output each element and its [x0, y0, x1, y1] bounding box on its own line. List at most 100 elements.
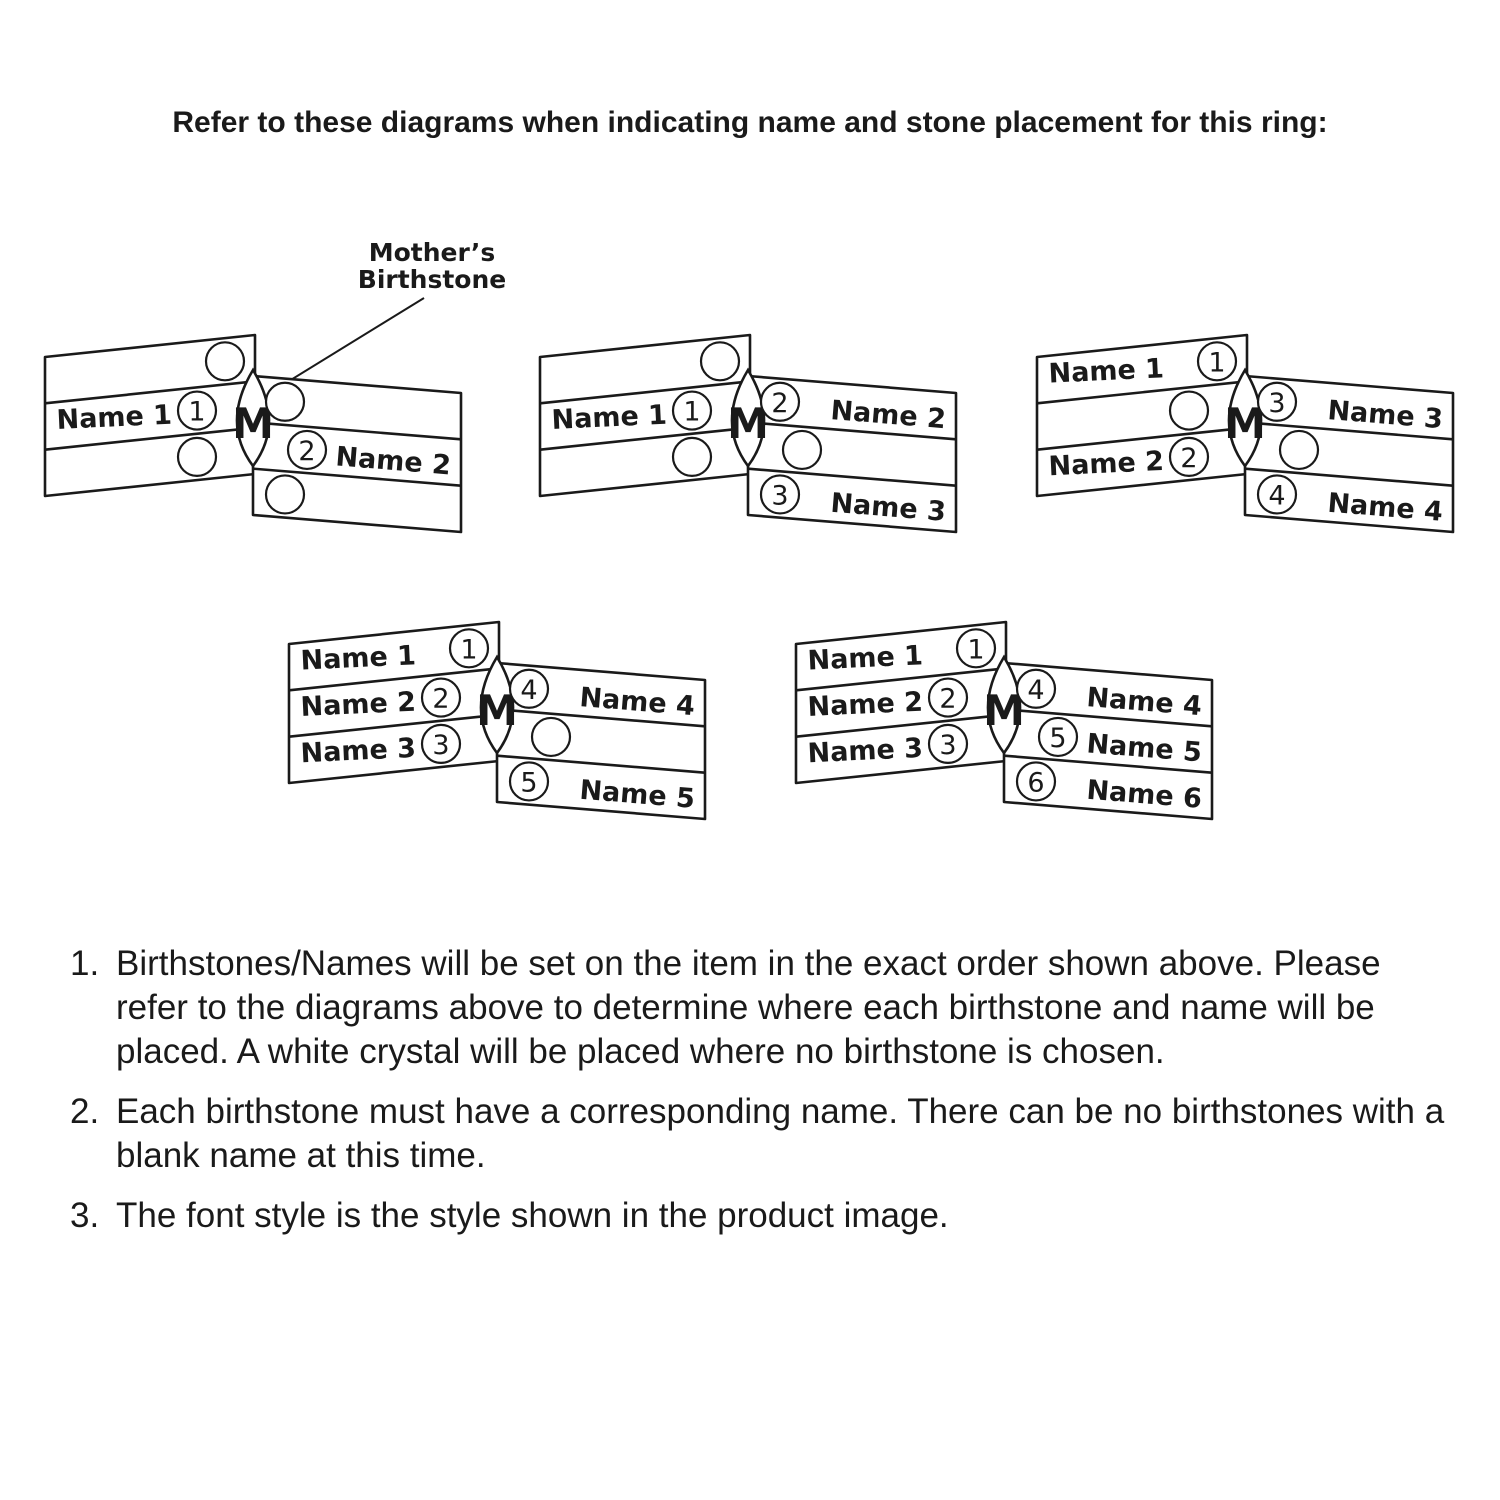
engraved-name: Name 1: [551, 400, 668, 436]
instruction-number: 2.: [70, 1092, 100, 1131]
birthstone-number: 2: [298, 436, 315, 467]
band-row-divider: [1003, 708, 1213, 728]
birthstone-right-2: [781, 429, 823, 471]
band-row-divider: [747, 467, 957, 487]
instruction-number: 3.: [70, 1196, 100, 1235]
birthstone-number: 1: [683, 397, 700, 428]
birthstone-circle: [1015, 668, 1057, 709]
birthstone-number: 3: [939, 730, 956, 761]
birthstone-right-2: 2: [286, 429, 328, 471]
birthstone-left-2: 2: [927, 677, 969, 718]
birthstone-number: 4: [1027, 675, 1044, 706]
birthstone-circle: [176, 436, 218, 478]
band-row-divider: [252, 467, 462, 487]
birthstone-number: 1: [1208, 347, 1225, 378]
instructions-list: 1. Birthstones/Names will be set on the …: [70, 942, 1450, 1254]
birthstone-circle: [264, 381, 306, 422]
mothers-birthstone-callout: Mother’s Birthstone: [267, 238, 506, 395]
birthstone-left-1: [699, 341, 741, 382]
birthstone-circle: [927, 677, 969, 718]
band-row-divider: [1244, 421, 1454, 441]
birthstone-right-1: 4: [1015, 668, 1057, 709]
engraved-name: Name 2: [807, 687, 924, 723]
birthstone-number: 4: [520, 675, 537, 706]
birthstone-circle: [1037, 716, 1079, 758]
birthstone-left-2: 2: [420, 677, 462, 718]
callout-label-line-1: Mother’s: [369, 238, 496, 267]
birthstone-right-3: [264, 474, 306, 515]
birthstone-right-3: 3: [759, 474, 801, 515]
instruction-text: Each birthstone must have a correspondin…: [116, 1092, 1445, 1175]
band-row-divider: [288, 667, 500, 692]
band-row-divider: [44, 380, 256, 405]
birthstone-left-3: [671, 436, 713, 478]
birthstone-right-2: [1278, 429, 1320, 471]
instruction-item-3: 3. The font style is the style shown in …: [70, 1194, 1450, 1238]
birthstone-circle: [176, 390, 218, 431]
birthstone-number: 3: [432, 730, 449, 761]
birthstone-circle: [759, 474, 801, 515]
page-title: Refer to these diagrams when indicating …: [172, 106, 1328, 139]
band-row-divider: [539, 426, 751, 451]
engraved-name: Name 3: [300, 733, 417, 769]
birthstone-right-3: 4: [1256, 474, 1298, 515]
birthstone-left-3: [176, 436, 218, 478]
birthstone-left-2: 1: [176, 390, 218, 431]
birthstone-circle: [1256, 474, 1298, 515]
birthstone-number: 1: [460, 634, 477, 665]
birthstone-number: 1: [188, 397, 205, 428]
birthstone-number: 2: [432, 684, 449, 715]
birthstone-circle: [264, 474, 306, 515]
band-row-divider: [795, 667, 1007, 692]
birthstone-number: 4: [1268, 480, 1285, 511]
birthstone-circle: [420, 723, 462, 765]
birthstone-number: 1: [967, 634, 984, 665]
birthstone-circle: [759, 381, 801, 422]
birthstone-left-3: 3: [927, 723, 969, 765]
birthstone-circle: [927, 723, 969, 765]
callout-label-line-2: Birthstone: [358, 265, 506, 294]
birthstone-left-1: 1: [448, 628, 490, 669]
engraved-name: Name 1: [807, 640, 924, 676]
birthstone-circle: [420, 677, 462, 718]
birthstone-left-3: 3: [420, 723, 462, 765]
birthstone-circle: [204, 341, 246, 382]
birthstone-right-1: 2: [759, 381, 801, 422]
birthstone-number: 6: [1027, 767, 1044, 798]
birthstone-number: 5: [1049, 723, 1066, 754]
instruction-item-2: 2. Each birthstone must have a correspon…: [70, 1090, 1450, 1178]
birthstone-circle: [1168, 390, 1210, 431]
birthstone-number: 3: [771, 480, 788, 511]
birthstone-circle: [671, 436, 713, 478]
birthstone-right-1: 4: [508, 668, 550, 709]
band-row-divider: [1036, 380, 1248, 405]
engraved-name: Name 1: [1048, 353, 1165, 389]
birthstone-circle: [530, 716, 572, 758]
instruction-text: Birthstones/Names will be set on the ite…: [116, 944, 1381, 1071]
engraved-name: Name 2: [1048, 446, 1165, 482]
birthstone-circle: [1278, 429, 1320, 471]
birthstone-circle: [699, 341, 741, 382]
band-row-divider: [496, 754, 706, 774]
instruction-text: The font style is the style shown in the…: [116, 1196, 949, 1235]
birthstone-circle: [1196, 341, 1238, 382]
birthstone-number: 2: [939, 684, 956, 715]
instruction-item-1: 1. Birthstones/Names will be set on the …: [70, 942, 1450, 1074]
birthstone-left-2: [1168, 390, 1210, 431]
birthstone-circle: [671, 390, 713, 431]
birthstone-left-1: 1: [955, 628, 997, 669]
band-row-divider: [1244, 467, 1454, 487]
band-row-divider: [747, 421, 957, 441]
birthstone-right-1: 3: [1256, 381, 1298, 422]
birthstone-circle: [781, 429, 823, 471]
birthstone-circle: [448, 628, 490, 669]
band-row-divider: [496, 708, 706, 728]
birthstone-number: 3: [1268, 388, 1285, 419]
engraved-name: Name 1: [56, 400, 173, 436]
birthstone-right-1: [264, 381, 306, 422]
